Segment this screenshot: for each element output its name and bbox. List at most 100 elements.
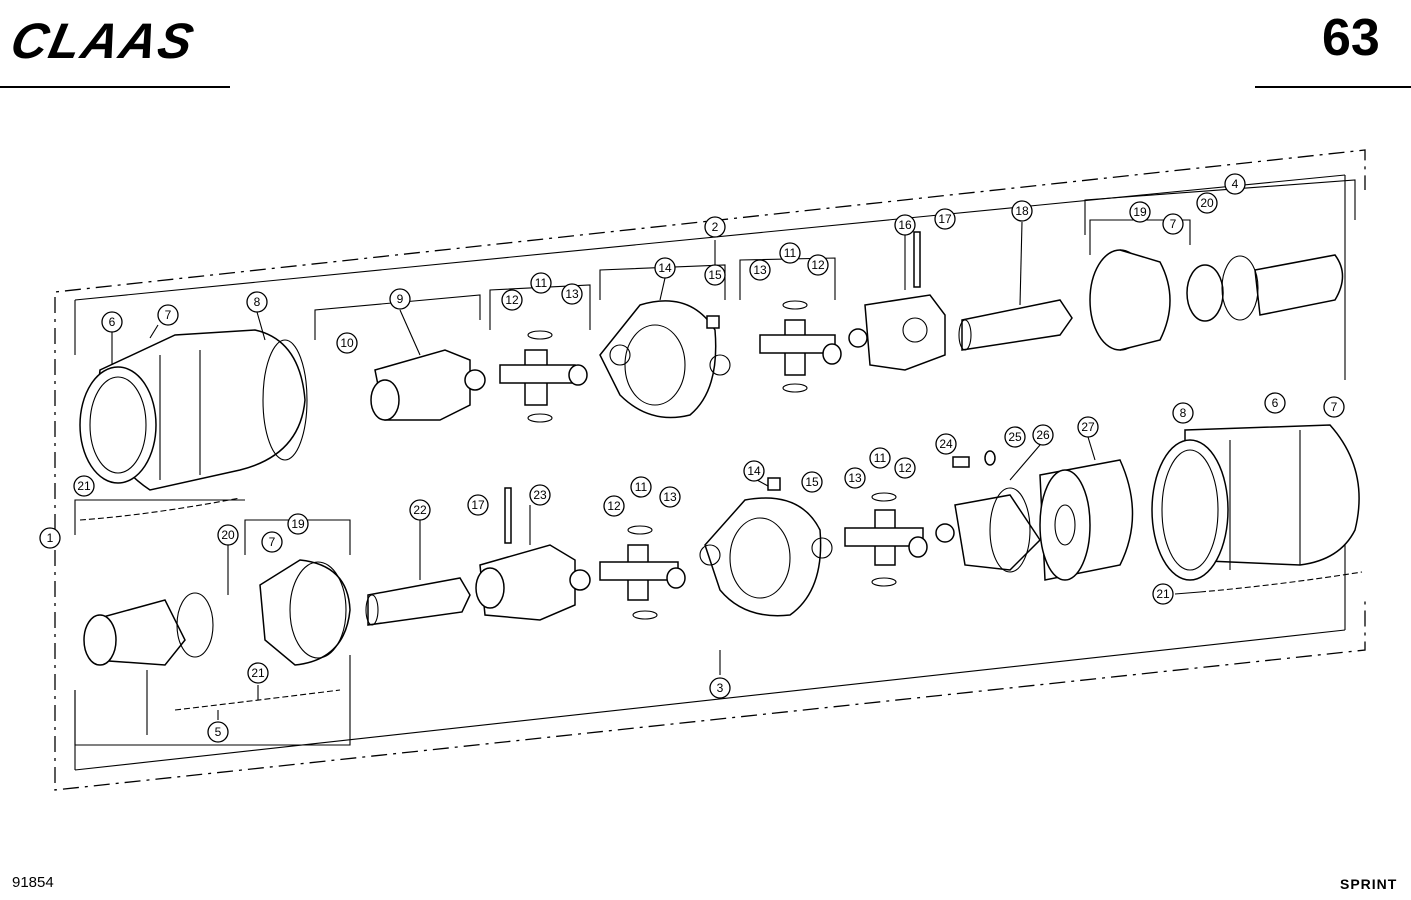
joint-housing-lower-14 — [699, 497, 833, 617]
washer-25 — [984, 450, 996, 466]
svg-text:27: 27 — [1081, 420, 1095, 434]
svg-text:6: 6 — [1272, 396, 1279, 410]
callout-10: 10 — [336, 332, 358, 354]
bolt-24 — [952, 456, 970, 468]
svg-text:9: 9 — [397, 292, 404, 306]
callout-22: 22 — [409, 499, 431, 521]
svg-text:6: 6 — [109, 315, 116, 329]
callout-6: 6 — [101, 311, 123, 333]
svg-text:11: 11 — [784, 246, 797, 260]
leader-lines — [111, 221, 1201, 720]
header-rule-right — [1255, 86, 1411, 88]
flange-yoke-26 — [935, 487, 1041, 573]
svg-text:25: 25 — [1008, 430, 1022, 444]
joint-housing-upper-14 — [599, 300, 731, 419]
page-number: 63 — [1322, 9, 1380, 67]
svg-text:13: 13 — [753, 263, 767, 277]
header-rule-left — [0, 86, 230, 88]
svg-text:14: 14 — [658, 261, 672, 275]
callout-2: 2 — [704, 216, 726, 238]
callout-21: 21 — [1152, 583, 1174, 605]
guard-cone-lower-right — [1151, 424, 1360, 581]
svg-text:12: 12 — [607, 499, 621, 513]
callout-7: 7 — [261, 531, 283, 553]
svg-text:23: 23 — [533, 488, 547, 502]
callout-3: 3 — [709, 677, 731, 699]
callout-14: 14 — [743, 460, 765, 482]
svg-text:18: 18 — [1015, 204, 1029, 218]
callout-11: 11 — [630, 476, 652, 498]
callout-11: 11 — [869, 447, 891, 469]
callout-27: 27 — [1077, 416, 1099, 438]
svg-text:17: 17 — [938, 212, 952, 226]
svg-text:20: 20 — [221, 528, 235, 542]
callout-12: 12 — [807, 254, 829, 276]
guard-cone-19-lower — [259, 559, 351, 666]
cross-kit-lower-1 — [599, 525, 686, 620]
profile-tube-22 — [365, 577, 471, 626]
callout-9: 9 — [389, 288, 411, 310]
svg-text:24: 24 — [939, 437, 953, 451]
svg-text:26: 26 — [1036, 428, 1050, 442]
svg-text:3: 3 — [717, 681, 724, 695]
pin-17-upper — [913, 231, 921, 288]
clutch-housing-27 — [1039, 459, 1134, 581]
svg-text:5: 5 — [215, 725, 222, 739]
callout-18: 18 — [1011, 200, 1033, 222]
pin-17-lower — [504, 487, 512, 544]
svg-text:11: 11 — [635, 480, 648, 494]
svg-text:2: 2 — [712, 220, 719, 234]
callout-19: 19 — [287, 513, 309, 535]
callout-13: 13 — [844, 467, 866, 489]
svg-text:21: 21 — [1156, 587, 1170, 601]
guard-tube-4 — [1186, 254, 1344, 322]
svg-text:14: 14 — [747, 464, 761, 478]
svg-text:19: 19 — [1133, 205, 1147, 219]
svg-text:7: 7 — [269, 535, 276, 549]
yoke-9 — [370, 349, 486, 421]
guard-cone-19-upper — [1089, 249, 1171, 351]
callout-4: 4 — [1224, 173, 1246, 195]
callout-13: 13 — [561, 283, 583, 305]
callout-6: 6 — [1264, 392, 1286, 414]
svg-text:12: 12 — [505, 293, 519, 307]
callout-7: 7 — [157, 304, 179, 326]
cross-kit-lower-2 — [844, 492, 928, 587]
svg-text:17: 17 — [471, 498, 485, 512]
svg-text:15: 15 — [805, 475, 819, 489]
svg-text:13: 13 — [848, 471, 862, 485]
callout-7: 7 — [1162, 213, 1184, 235]
safety-chain-upper — [79, 497, 241, 521]
svg-text:21: 21 — [77, 479, 91, 493]
callout-25: 25 — [1004, 426, 1026, 448]
svg-text:12: 12 — [898, 461, 912, 475]
callout-17: 17 — [934, 208, 956, 230]
drawing-number: 91854 — [12, 874, 54, 891]
callout-23: 23 — [529, 484, 551, 506]
safety-chain-lower-right — [1199, 571, 1363, 593]
svg-text:13: 13 — [565, 287, 579, 301]
svg-text:8: 8 — [1180, 406, 1187, 420]
safety-chain-lower-left — [174, 689, 341, 711]
svg-text:22: 22 — [413, 503, 427, 517]
model-name: SPRINT — [1340, 876, 1398, 892]
svg-text:21: 21 — [251, 666, 265, 680]
callout-21: 21 — [73, 475, 95, 497]
svg-text:13: 13 — [663, 490, 677, 504]
svg-text:20: 20 — [1200, 196, 1214, 210]
callout-20: 20 — [1196, 192, 1218, 214]
svg-text:15: 15 — [708, 268, 722, 282]
callout-20: 20 — [217, 524, 239, 546]
svg-text:1: 1 — [47, 531, 54, 545]
yoke-upper-16 — [848, 294, 946, 371]
callout-17: 17 — [467, 494, 489, 516]
callout-12: 12 — [894, 457, 916, 479]
callout-12: 12 — [501, 289, 523, 311]
svg-text:11: 11 — [874, 451, 887, 465]
svg-text:19: 19 — [291, 517, 305, 531]
guard-cone-upper-left — [79, 329, 308, 491]
svg-text:16: 16 — [898, 218, 912, 232]
callout-26: 26 — [1032, 424, 1054, 446]
yoke-23 — [475, 544, 591, 621]
